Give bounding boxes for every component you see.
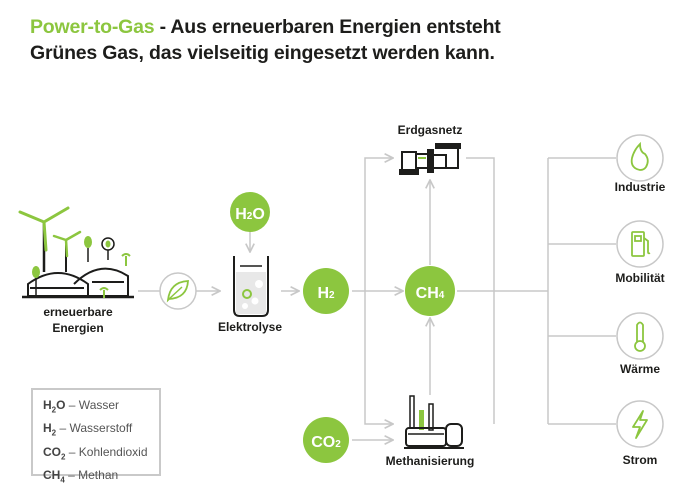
co2-main: CO: [311, 434, 335, 451]
gas-pipe-icon: [399, 143, 461, 175]
use-mobilitaet-node: [616, 220, 664, 268]
use-industrie-node: [616, 134, 664, 182]
h2o-tail: O: [252, 206, 264, 223]
label-electrolysis: Elektrolyse: [217, 320, 283, 334]
ch4-node: CH4: [405, 266, 455, 316]
leaf-icon: [159, 272, 197, 310]
co2-node: CO2: [303, 417, 349, 463]
label-methanation: Methanisierung: [385, 454, 475, 468]
tree-icons: [32, 236, 131, 298]
connectors: [138, 158, 616, 440]
use-waerme-node: [616, 312, 664, 360]
page-title: Power-to-Gas - Aus erneuerbaren Energien…: [30, 14, 550, 66]
legend-text: – Wasser: [65, 398, 120, 412]
wind-turbine-icon: [18, 206, 82, 272]
label-use-strom: Strom: [622, 453, 658, 467]
connector-h2-methanation: [364, 291, 393, 424]
title-rest: - Aus erneuerbaren Energien entsteht Grü…: [30, 16, 501, 64]
co2-sub: 2: [335, 439, 341, 450]
label-gas-grid: Erdgasnetz: [397, 123, 463, 137]
electrolysis-tank-icon: [233, 256, 269, 317]
svg-text:H2: H2: [317, 285, 335, 302]
svg-text:H2O: H2O: [235, 206, 265, 223]
h2o-node: H2O: [230, 192, 270, 232]
h2-node: H2: [303, 268, 349, 314]
label-renewables: erneuerbare Energien: [43, 305, 113, 335]
fuel-pump-icon: [631, 231, 651, 257]
label-use-waerme: Wärme: [619, 362, 660, 376]
thermometer-icon: [634, 321, 646, 352]
title-highlight: Power-to-Gas: [30, 16, 155, 38]
connector-gas-grid-distribution: [466, 157, 495, 424]
h2-sub: 2: [329, 290, 335, 301]
legend-row: CO2 – Kohlendioxid: [43, 443, 159, 466]
use-strom-node: [616, 400, 664, 448]
methanation-plant-icon: [404, 395, 464, 449]
ch4-main: CH: [416, 285, 439, 302]
legend-text: – Kohlendioxid: [65, 444, 148, 459]
svg-text:CH4: CH4: [416, 285, 445, 302]
legend-row: H2 – Wasserstoff: [43, 419, 159, 442]
svg-text:CO2: CO2: [311, 434, 341, 451]
legend-text: – Wasserstoff: [56, 421, 133, 436]
legend-row: CH4 – Methan: [43, 466, 159, 489]
legend-row: H2O – Wasser: [43, 396, 159, 419]
legend-formula: CO2: [43, 444, 66, 462]
label-use-mobilitaet: Mobilität: [615, 271, 665, 285]
label-use-industrie: Industrie: [614, 180, 666, 194]
legend-formula: H2: [43, 421, 57, 438]
flame-icon: [630, 141, 649, 171]
legend-text: – Methan: [64, 468, 119, 483]
legend-formula: H2O: [43, 398, 66, 415]
legend-box: H2O – Wasser H2 – Wasserstoff CO2 – Kohl…: [31, 388, 161, 485]
h2o-main: H: [235, 206, 247, 223]
lightning-icon: [632, 410, 648, 439]
h2-main: H: [317, 285, 329, 302]
ch4-sub: 4: [439, 290, 445, 301]
biogas-plant-icon: [22, 267, 134, 299]
h2o-sub: 2: [247, 211, 253, 222]
legend-formula: CH4: [43, 468, 65, 485]
connector-h2-gas-grid: [364, 158, 393, 291]
